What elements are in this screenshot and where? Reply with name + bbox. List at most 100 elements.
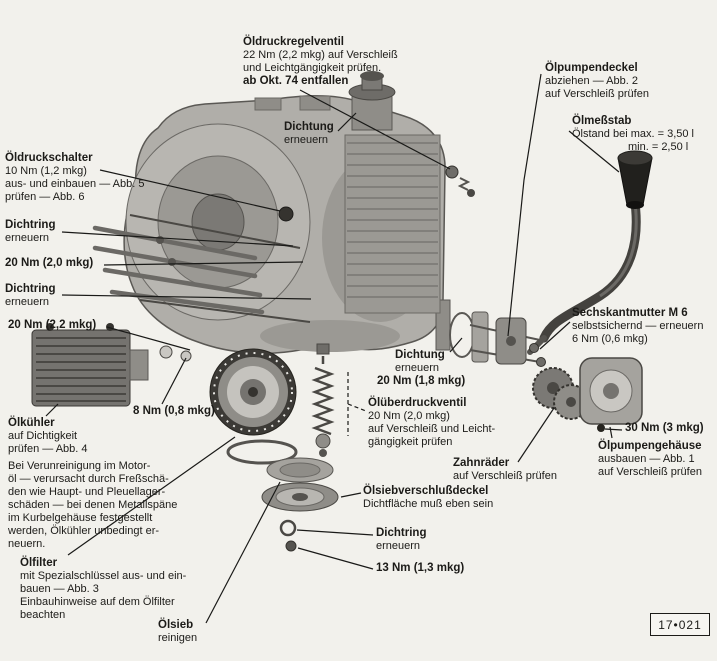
label-olmessstab: Ölmeßstab Ölstand bei max. = 3,50 l min.… <box>572 115 694 154</box>
label-olpumpengehause: Ölpumpengehäuse ausbauen — Abb. 1 auf Ve… <box>598 440 702 479</box>
label-line: 20 Nm (2,0 mkg) <box>368 410 450 422</box>
label-line: Dichtfläche muß eben sein <box>363 498 494 510</box>
label-zahnrader: Zahnräder auf Verschleiß prüfen <box>453 457 557 483</box>
label-olsieb: Ölsieb reinigen <box>158 619 197 645</box>
label-line: 10 Nm (1,2 mkg) <box>5 165 87 177</box>
label-torque-20-22: 20 Nm (2,2 mkg) <box>8 319 96 332</box>
label-title: Ölpumpengehäuse <box>598 440 702 452</box>
torque-value: 13 Nm (1,3 mkg) <box>376 562 465 574</box>
label-line: auf Verschleiß und Leicht- <box>368 423 496 435</box>
label-title: Ölüberdruckventil <box>368 397 467 409</box>
label-sechskantmutter: Sechskantmutter M 6 selbstsichernd — ern… <box>572 307 703 346</box>
label-line: auf Verschleiß prüfen <box>598 466 702 478</box>
label-title: Dichtung <box>284 121 334 133</box>
label-line: bauen — Abb. 3 <box>20 583 99 595</box>
figure-number: 17•021 <box>658 617 702 632</box>
leader-lines <box>45 73 623 624</box>
label-title: Ölsiebverschlußdeckel <box>363 485 489 497</box>
label-line: prüfen — Abb. 4 <box>8 443 88 455</box>
label-title: Ölmeßstab <box>572 115 632 127</box>
label-dichtung-oben: Dichtung erneuern <box>284 121 334 147</box>
label-line: erneuern <box>5 296 50 308</box>
label-line: 6 Nm (0,6 mkg) <box>572 333 648 345</box>
label-line: erneuern <box>5 232 50 244</box>
label-line: auf Verschleiß prüfen <box>545 88 649 100</box>
figure-number-box: 17•021 <box>650 613 710 636</box>
oil-cooler-illustration <box>31 323 192 407</box>
note-line: schäden — bei denen Metallspäne <box>8 499 178 511</box>
label-line: mit Spezialschlüssel aus- und ein- <box>20 570 187 582</box>
note-line: Bei Verunreinigung im Motor- <box>8 460 151 472</box>
oil-pump-illustration <box>449 311 643 432</box>
label-title: Ölkühler <box>8 417 55 429</box>
oil-pressure-switch-illustration <box>278 206 294 222</box>
torque-value: 30 Nm (3 mkg) <box>625 422 704 434</box>
label-title: Ölfilter <box>20 557 58 569</box>
label-line: Ölstand bei max. = 3,50 l <box>572 128 694 140</box>
label-line: auf Verschleiß prüfen <box>453 470 557 482</box>
torque-value: 20 Nm (1,8 mkg) <box>377 375 466 387</box>
oil-strainer-illustration <box>226 439 334 483</box>
engine-crankcase-illustration <box>123 95 451 355</box>
label-line: und Leichtgängigkeit prüfen. <box>243 62 382 74</box>
label-line: min. = 2,50 l <box>628 141 689 153</box>
label-torque-13: 13 Nm (1,3 mkg) <box>376 562 464 575</box>
torque-value: 20 Nm (2,2 mkg) <box>8 319 97 331</box>
oil-filter-illustration <box>209 348 297 436</box>
regulating-valve-parts-illustration <box>445 165 475 197</box>
label-line: aus- und einbauen — Abb. 5 <box>5 178 145 190</box>
strainer-cover-illustration <box>261 482 339 512</box>
label-dichtung-mitte: Dichtung erneuern 20 Nm (1,8 mkg) <box>377 349 465 388</box>
note-line: neuern. <box>8 538 46 550</box>
label-title: Dichtring <box>5 219 56 231</box>
label-oldruckregelventil: Öldruckregelventil 22 Nm (2,2 mkg) auf V… <box>243 36 398 88</box>
label-torque-8: 8 Nm (0,8 mkg) <box>133 405 215 418</box>
label-line: auf Dichtigkeit <box>8 430 78 442</box>
label-olpumpendeckel: Ölpumpendeckel abziehen — Abb. 2 auf Ver… <box>545 62 649 101</box>
label-line: Einbauhinweise auf dem Ölfilter <box>20 596 175 608</box>
label-line: erneuern <box>376 540 421 552</box>
label-torque-20-20: 20 Nm (2,0 mkg) <box>5 257 93 270</box>
label-olkuhler: Ölkühler auf Dichtigkeit prüfen — Abb. 4 <box>8 417 88 456</box>
label-line: reinigen <box>158 632 198 644</box>
dipstick-illustration <box>527 150 653 355</box>
label-line: erneuern <box>284 134 329 146</box>
label-olfilter: Ölfilter mit Spezialschlüssel aus- und e… <box>20 557 186 622</box>
torque-value: 20 Nm (2,0 mkg) <box>5 257 94 269</box>
label-line: selbstsichernd — erneuern <box>572 320 704 332</box>
label-dichtring-1: Dichtring erneuern <box>5 219 55 245</box>
label-title: Dichtring <box>376 527 427 539</box>
label-line: 22 Nm (2,2 mkg) auf Verschleiß <box>243 49 398 61</box>
label-dichtring-3: Dichtring erneuern <box>376 527 426 553</box>
label-title: Öldruckschalter <box>5 152 93 164</box>
label-line: erneuern <box>395 362 440 374</box>
oil-breather-illustration <box>348 71 396 131</box>
label-title: Dichtung <box>395 349 445 361</box>
small-seals-illustration <box>279 519 297 552</box>
label-line: prüfen — Abb. 6 <box>5 191 85 203</box>
label-line: abziehen — Abb. 2 <box>545 75 638 87</box>
label-olsiebverschlussdeckel: Ölsiebverschlußdeckel Dichtfläche muß eb… <box>363 485 493 511</box>
label-line: ausbauen — Abb. 1 <box>598 453 695 465</box>
relief-valve-spring-illustration <box>311 343 335 457</box>
torque-value: 8 Nm (0,8 mkg) <box>133 405 215 417</box>
note-line: werden, Ölkühler unbedingt er- <box>8 525 160 537</box>
label-olkuhler-hinweis: Bei Verunreinigung im Motor- öl — verurs… <box>8 460 177 551</box>
label-torque-30: 30 Nm (3 mkg) <box>625 422 704 435</box>
label-title: Ölsieb <box>158 619 194 631</box>
label-dichtring-2: Dichtring erneuern <box>5 283 55 309</box>
label-title: Öldruckregelventil <box>243 36 344 48</box>
label-title: Ölpumpendeckel <box>545 62 638 74</box>
label-title: Zahnräder <box>453 457 510 469</box>
note-line: den wie Haupt- und Pleuellager- <box>8 486 166 498</box>
label-oldruckschalter: Öldruckschalter 10 Nm (1,2 mkg) aus- und… <box>5 152 144 204</box>
label-note: ab Okt. 74 entfallen <box>243 75 349 87</box>
label-oluberdruckventil: Ölüberdruckventil 20 Nm (2,0 mkg) auf Ve… <box>368 397 495 449</box>
label-title: Dichtring <box>5 283 56 295</box>
label-title: Sechskantmutter M 6 <box>572 307 688 319</box>
note-line: öl — verursacht durch Freßschä- <box>8 473 169 485</box>
label-line: gängigkeit prüfen <box>368 436 453 448</box>
note-line: im Kurbelgehäuse festgestellt <box>8 512 153 524</box>
